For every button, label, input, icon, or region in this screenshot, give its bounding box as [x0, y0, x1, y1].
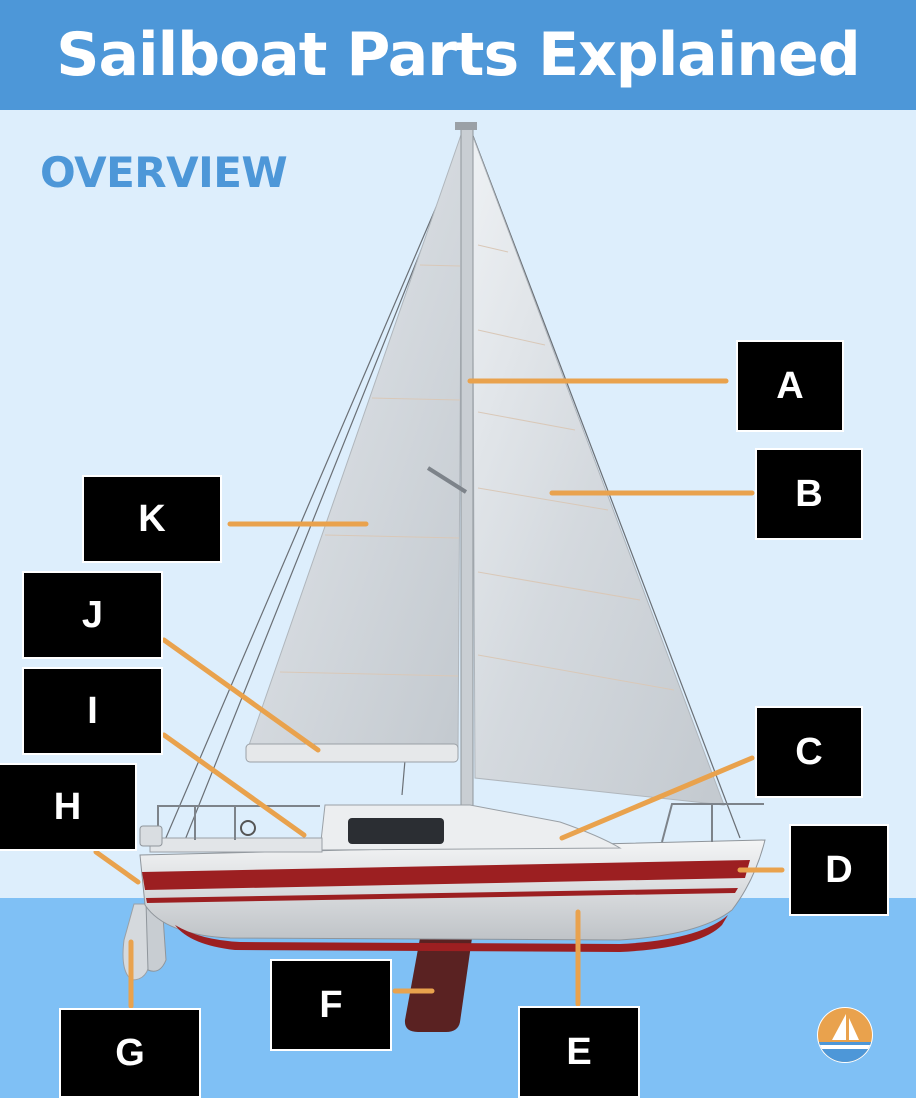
label-k: K	[82, 475, 222, 563]
sailboat-logo-icon	[817, 1007, 873, 1063]
label-g: G	[59, 1008, 201, 1098]
leader-lines	[93, 378, 785, 1009]
masthead	[455, 122, 477, 130]
leader-j	[161, 637, 321, 753]
mast	[460, 123, 474, 809]
boom	[245, 743, 459, 763]
mainsail	[247, 131, 463, 751]
leader-c	[559, 755, 755, 841]
motor-head	[139, 825, 163, 847]
label-h: H	[0, 763, 137, 851]
overview-heading: OVERVIEW	[40, 148, 288, 197]
leader-i	[161, 732, 307, 838]
keel	[404, 938, 472, 1032]
label-i: I	[22, 667, 163, 755]
label-d: D	[789, 824, 889, 916]
leader-h	[93, 849, 141, 885]
hull-stripe-thin	[146, 888, 738, 903]
label-c: C	[755, 706, 863, 798]
jib	[471, 133, 725, 806]
cabin-window	[348, 818, 444, 844]
tiller-wheel	[240, 820, 256, 836]
label-b: B	[755, 448, 863, 540]
title-banner: Sailboat Parts Explained	[0, 0, 916, 110]
label-a: A	[736, 340, 844, 432]
hull-stripe-top	[142, 860, 750, 890]
page-title: Sailboat Parts Explained	[56, 20, 860, 90]
jib-seams	[477, 244, 675, 691]
label-j: J	[22, 571, 163, 659]
bottom-paint	[175, 915, 728, 952]
label-e: E	[518, 1006, 640, 1098]
cockpit	[149, 837, 323, 853]
label-f: F	[270, 959, 392, 1051]
mainsail-seams	[279, 264, 461, 677]
spreader	[426, 466, 468, 494]
